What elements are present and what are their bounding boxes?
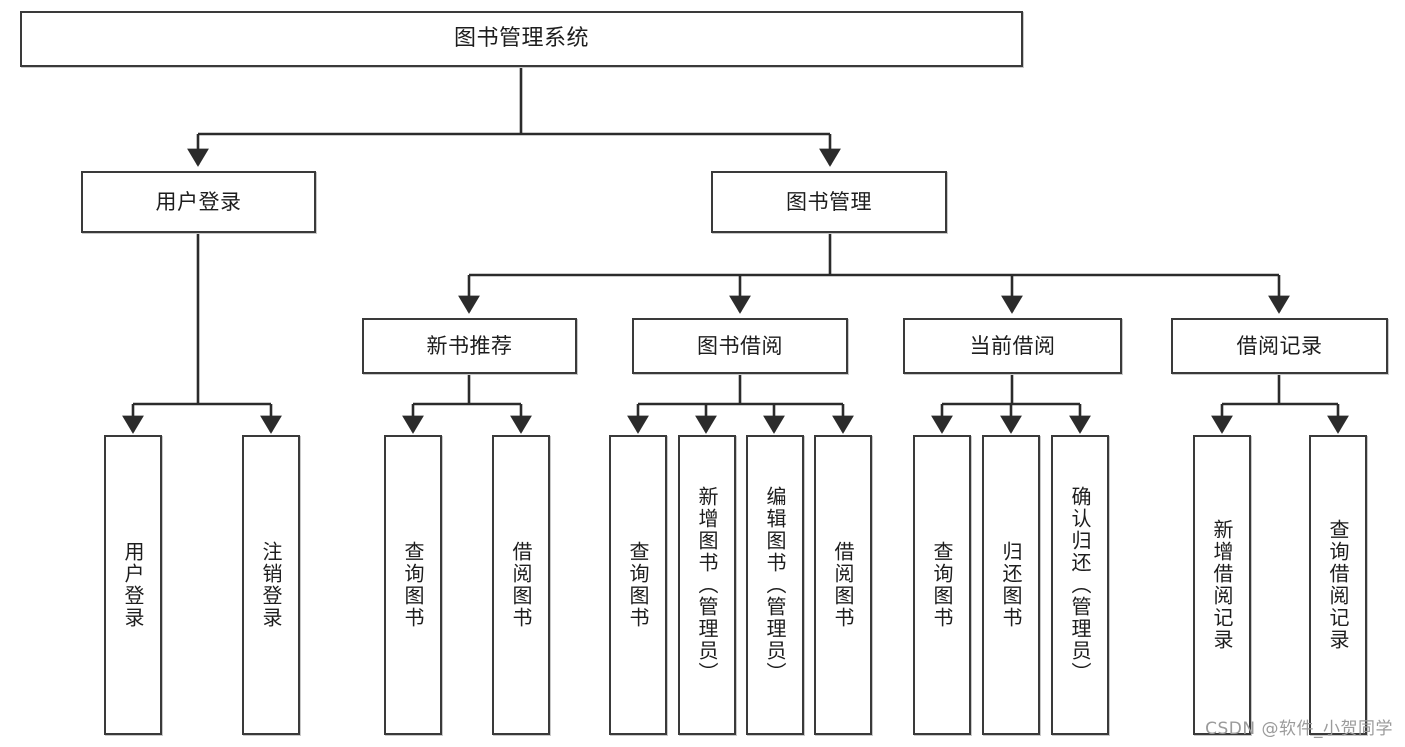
leaf-book-borrow-query[interactable]: 查询图书: [609, 435, 667, 735]
leaf-new-book-query[interactable]: 查询图书: [384, 435, 442, 735]
leaf-book-borrow-borrow[interactable]: 借阅图书: [814, 435, 872, 735]
node-book-borrow[interactable]: 图书借阅: [632, 318, 848, 374]
node-book-manage[interactable]: 图书管理: [711, 171, 947, 233]
leaf-current-borrow-query-label: 查询图书: [930, 541, 954, 629]
node-borrow-record[interactable]: 借阅记录: [1171, 318, 1388, 374]
node-book-manage-label: 图书管理: [786, 189, 872, 214]
leaf-borrow-record-query[interactable]: 查询借阅记录: [1309, 435, 1367, 735]
leaf-new-book-borrow-label: 借阅图书: [509, 541, 533, 629]
leaf-book-borrow-borrow-label: 借阅图书: [831, 541, 855, 629]
leaf-book-borrow-query-label: 查询图书: [626, 541, 650, 629]
leaf-book-borrow-add-label: 新增图书（管理员）: [695, 486, 719, 684]
csdn-watermark: CSDN @软件_小贺同学: [1205, 719, 1393, 739]
leaf-book-borrow-edit-label: 编辑图书（管理员）: [763, 486, 787, 684]
node-borrow-record-label: 借阅记录: [1236, 333, 1323, 358]
leaf-new-book-borrow[interactable]: 借阅图书: [492, 435, 550, 735]
node-new-book-recommend-label: 新书推荐: [426, 333, 513, 358]
leaf-user-login-logout[interactable]: 注销登录: [242, 435, 300, 735]
leaf-new-book-query-label: 查询图书: [401, 541, 425, 629]
node-root-system[interactable]: 图书管理系统: [20, 11, 1023, 67]
leaf-current-borrow-return-label: 归还图书: [999, 541, 1023, 629]
leaf-borrow-record-add[interactable]: 新增借阅记录: [1193, 435, 1251, 735]
node-current-borrow-label: 当前借阅: [969, 333, 1056, 358]
leaf-current-borrow-confirm[interactable]: 确认归还（管理员）: [1051, 435, 1109, 735]
leaf-user-login-login-label: 用户登录: [121, 541, 145, 629]
leaf-borrow-record-query-label: 查询借阅记录: [1326, 519, 1350, 651]
leaf-current-borrow-query[interactable]: 查询图书: [913, 435, 971, 735]
node-new-book-recommend[interactable]: 新书推荐: [362, 318, 577, 374]
node-book-borrow-label: 图书借阅: [697, 333, 783, 358]
node-root-system-label: 图书管理系统: [453, 26, 589, 52]
leaf-book-borrow-edit[interactable]: 编辑图书（管理员）: [746, 435, 804, 735]
node-user-login[interactable]: 用户登录: [81, 171, 316, 233]
leaf-book-borrow-add[interactable]: 新增图书（管理员）: [678, 435, 736, 735]
node-current-borrow[interactable]: 当前借阅: [903, 318, 1122, 374]
node-user-login-label: 用户登录: [155, 189, 242, 214]
leaf-borrow-record-add-label: 新增借阅记录: [1210, 519, 1234, 651]
leaf-current-borrow-return[interactable]: 归还图书: [982, 435, 1040, 735]
leaf-current-borrow-confirm-label: 确认归还（管理员）: [1068, 486, 1092, 684]
leaf-user-login-logout-label: 注销登录: [259, 541, 283, 629]
leaf-user-login-login[interactable]: 用户登录: [104, 435, 162, 735]
